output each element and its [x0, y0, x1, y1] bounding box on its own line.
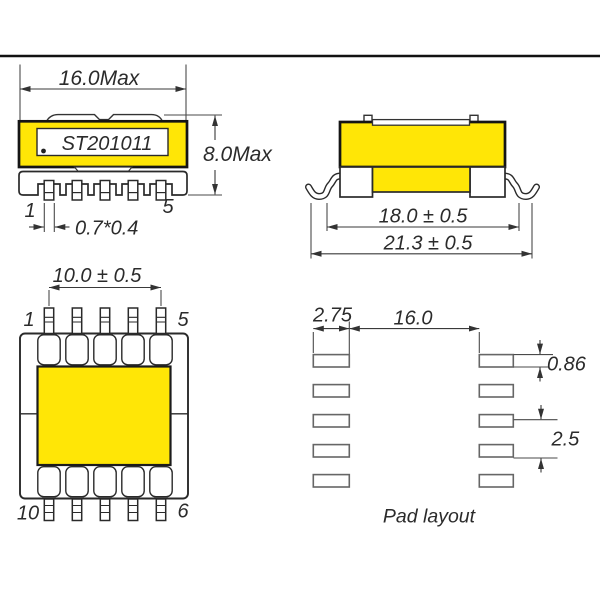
- top-pin6-number: 6: [177, 501, 189, 523]
- side-body-width-dimension: 18.0 ± 0.5: [379, 206, 469, 228]
- top-view: 10.0 ± 0.5 1 5: [17, 265, 190, 525]
- side-view: 18.0 ± 0.5 21.3 ± 0.5: [305, 114, 540, 259]
- pin1-index-dot: [41, 148, 46, 154]
- side-body: [338, 120, 507, 169]
- pad-layout-view: 2.75 16.0 0.86 2.5 P: [312, 305, 587, 528]
- front-height-dimension: 8.0Max: [203, 143, 273, 166]
- pad-width-dimension: 2.75: [312, 305, 353, 327]
- front-pin1-number: 1: [24, 200, 35, 222]
- top-pin5-number: 5: [177, 309, 189, 331]
- front-pin5-number: 5: [162, 196, 174, 218]
- top-view-pins-upper: [43, 307, 167, 335]
- pad-layout-caption: Pad layout: [383, 506, 477, 528]
- top-view-core: [36, 365, 172, 467]
- gullwing-leads: [305, 172, 540, 201]
- part-number-label-plate: [36, 127, 169, 157]
- winding-tape-hump: [45, 113, 164, 122]
- pin-size-dimension: 0.7*0.4: [75, 218, 138, 240]
- pad-gap-dimension: 16.0: [394, 308, 433, 330]
- top-pin1-number: 1: [23, 309, 34, 331]
- solder-pads: [312, 353, 515, 488]
- bobbin-top-edge: [371, 118, 471, 126]
- side-base-right: [469, 166, 506, 198]
- front-view: 16.0Max ST201011 1 5 8.0: [17, 64, 273, 240]
- top-view-pins-lower: [43, 498, 167, 522]
- pin-span-dimension: 10.0 ± 0.5: [53, 265, 143, 287]
- part-number-text: ST201011: [62, 133, 153, 155]
- pad-height-dimension: 0.86: [547, 354, 587, 376]
- front-pins: [43, 179, 167, 201]
- flange-slots: [37, 334, 173, 498]
- side-base-left: [339, 166, 374, 198]
- side-overall-width-dimension: 21.3 ± 0.5: [383, 233, 474, 255]
- bobbin-tongue: [73, 166, 134, 172]
- side-core-center: [371, 166, 471, 193]
- front-width-dimension: 16.0Max: [59, 67, 141, 90]
- top-pin10-number: 10: [17, 503, 39, 525]
- pad-pitch-dimension: 2.5: [551, 429, 581, 451]
